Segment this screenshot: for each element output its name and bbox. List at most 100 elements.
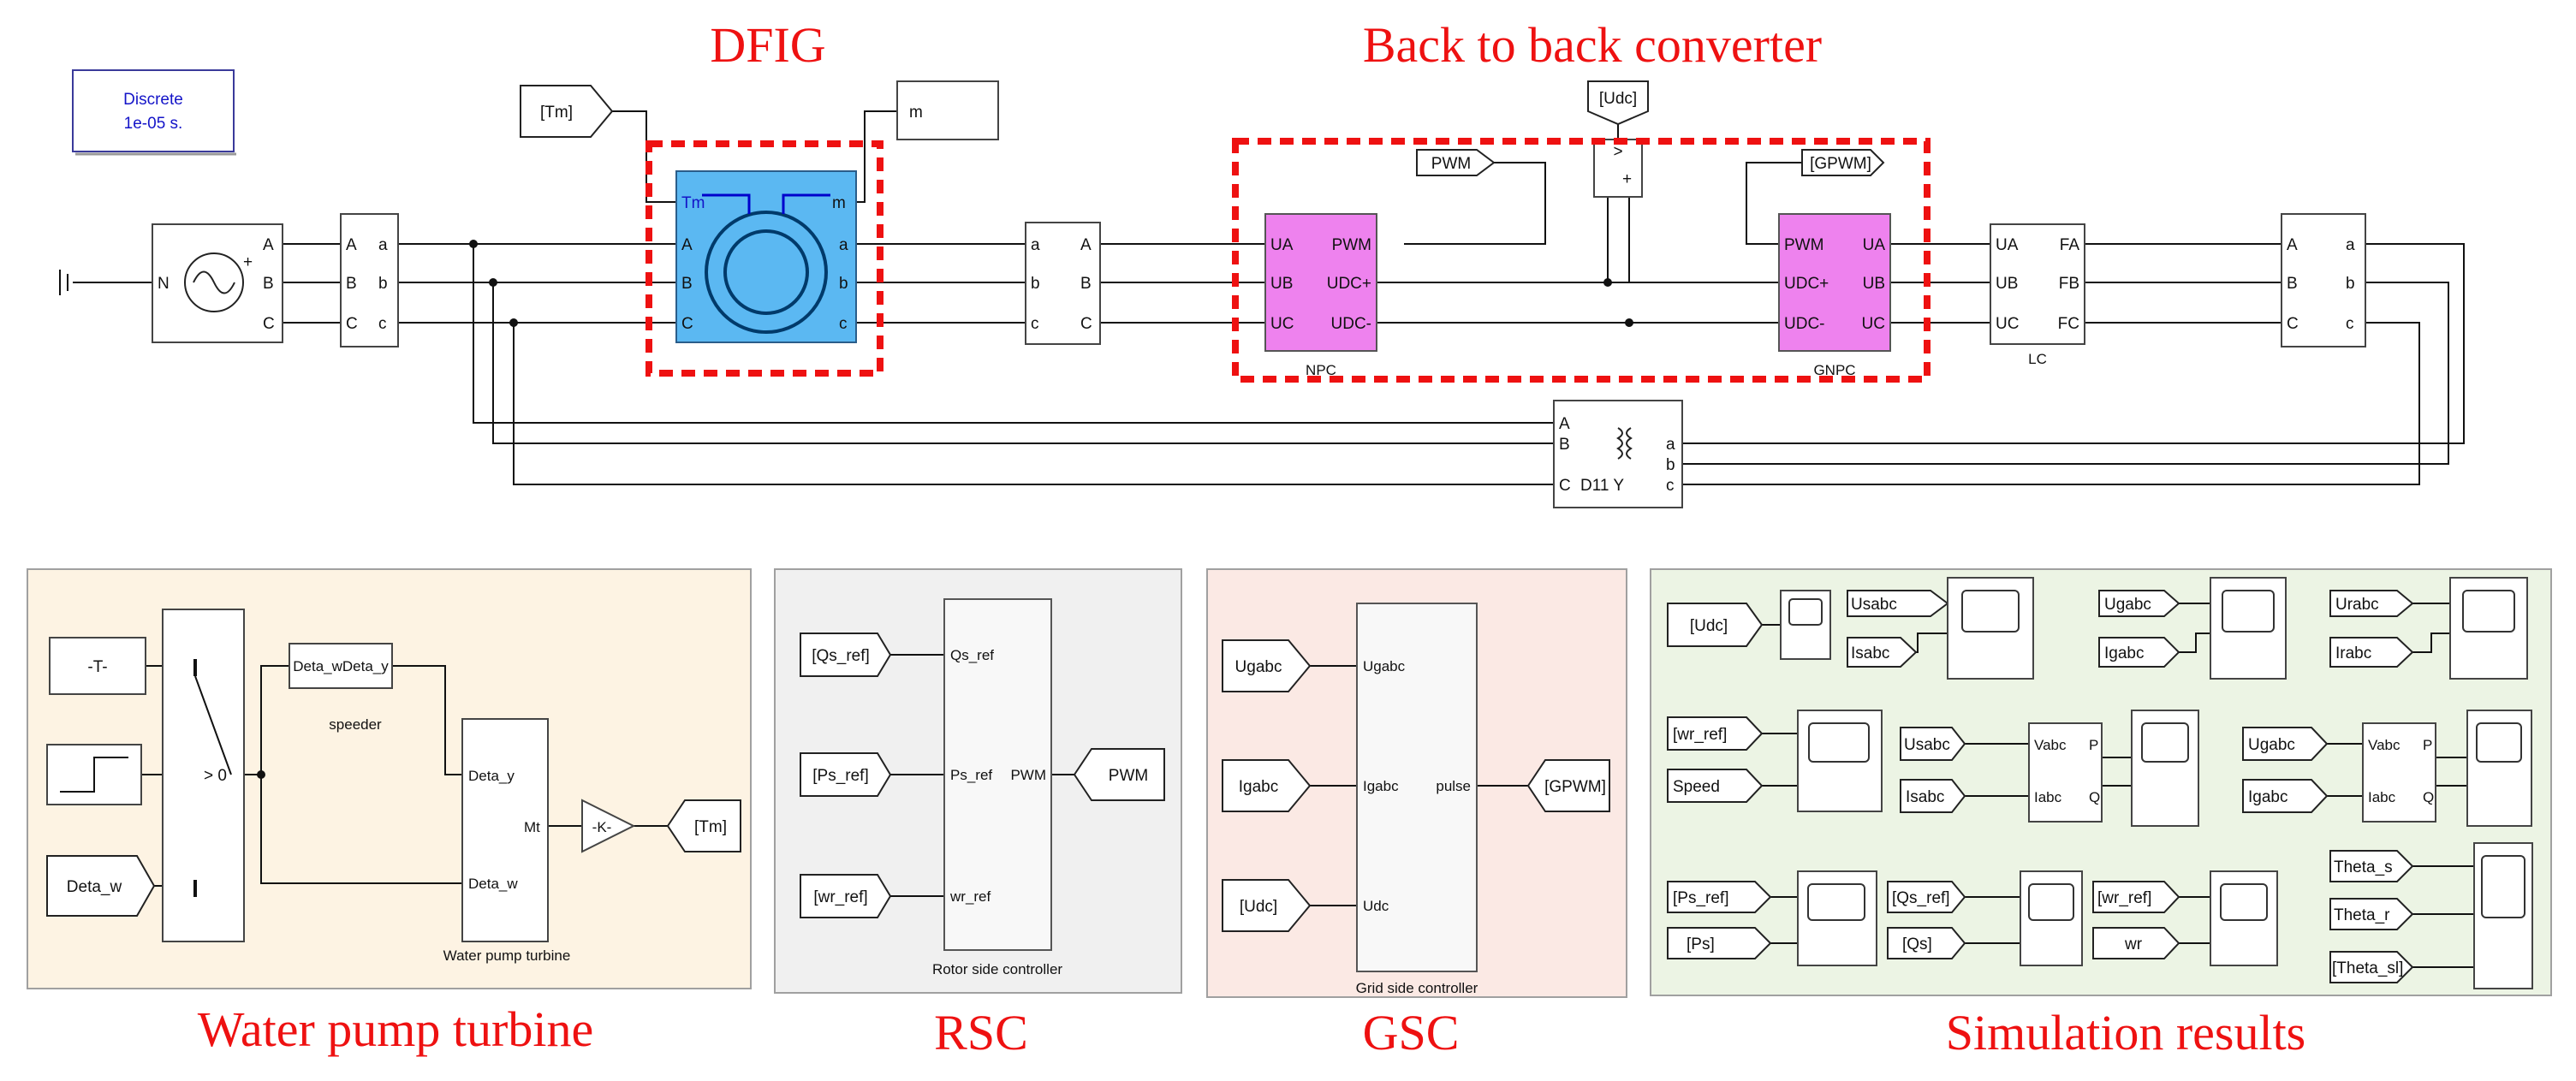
wr-ref-from-tag[interactable]: [wr_ref] bbox=[800, 874, 892, 918]
three-phase-source[interactable]: + N A B C bbox=[152, 223, 283, 343]
title-rsc: RSC bbox=[934, 1005, 1028, 1060]
svg-text:[Tm]: [Tm] bbox=[694, 818, 727, 836]
svg-text:[Udc]: [Udc] bbox=[1690, 617, 1728, 635]
grid-side-controller-block[interactable]: Ugabc Igabc Udc pulse Grid side controll… bbox=[1356, 603, 1478, 996]
sim-theta-r-tag[interactable]: Theta_r bbox=[2329, 898, 2414, 930]
svg-text:[Qs_ref]: [Qs_ref] bbox=[812, 647, 870, 665]
scope-ps[interactable] bbox=[1797, 870, 1877, 966]
scope-theta[interactable] bbox=[2473, 842, 2533, 989]
sim-urabc-tag[interactable]: Urabc bbox=[2329, 590, 2414, 617]
dfig-measure-scope[interactable]: m bbox=[896, 80, 999, 140]
ugabc-from-tag[interactable]: Ugabc bbox=[1222, 639, 1312, 692]
sim-igabc-tag[interactable]: Igabc bbox=[2098, 637, 2180, 668]
scope-speed[interactable] bbox=[1797, 710, 1883, 812]
pq-block-stator[interactable]: Vabc Iabc P Q bbox=[2028, 722, 2103, 823]
lc-filter[interactable]: UA UB UC FA FB FC LC bbox=[1990, 223, 2085, 367]
svg-text:b: b bbox=[1666, 456, 1675, 474]
sim-isabc2-tag[interactable]: Isabc bbox=[1900, 779, 1966, 813]
npc-caption: NPC bbox=[1306, 362, 1336, 378]
constant-t-block[interactable]: -T- bbox=[49, 637, 146, 695]
sim-ugabc2-tag[interactable]: Ugabc bbox=[2242, 727, 2329, 761]
sim-irabc-tag[interactable]: Irabc bbox=[2329, 637, 2414, 668]
scope-stator-pq[interactable] bbox=[2131, 710, 2199, 827]
sim-udc-tag[interactable]: [Udc] bbox=[1667, 603, 1764, 647]
igabc-from-tag[interactable]: Igabc bbox=[1222, 759, 1312, 812]
gpwm-goto-tag[interactable]: [GPWM] bbox=[1526, 759, 1610, 812]
gain-block[interactable]: -K- bbox=[581, 799, 636, 853]
sim-usabc-tag[interactable]: Usabc bbox=[1847, 590, 1949, 617]
sim-qs-ref-tag[interactable]: [Qs_ref] bbox=[1887, 881, 1966, 913]
scope-rotor[interactable] bbox=[2449, 577, 2528, 680]
svg-text:[Ps_ref]: [Ps_ref] bbox=[1673, 889, 1728, 907]
scope-grid[interactable] bbox=[2210, 577, 2287, 680]
svg-text:+: + bbox=[243, 253, 253, 271]
pq-block-grid[interactable]: Vabc Iabc P Q bbox=[2362, 722, 2436, 823]
scope-stator[interactable] bbox=[1947, 577, 2034, 680]
sim-wr-ref-tag[interactable]: [wr_ref] bbox=[1667, 716, 1764, 751]
rotor-side-controller-block[interactable]: Qs_ref Ps_ref wr_ref PWM Rotor side cont… bbox=[932, 598, 1062, 977]
svg-text:c: c bbox=[1031, 315, 1039, 333]
gpwm-from-tag[interactable]: [GPWM] bbox=[1801, 149, 1885, 176]
scope-udc[interactable] bbox=[1780, 590, 1831, 660]
svg-text:b: b bbox=[1031, 275, 1040, 293]
qs-ref-from-tag[interactable]: [Qs_ref] bbox=[800, 633, 892, 677]
voltage-measurement-block[interactable]: > + bbox=[1593, 139, 1643, 198]
svg-text:m: m bbox=[832, 194, 846, 212]
svg-text:b: b bbox=[2346, 275, 2355, 293]
sim-usabc2-tag[interactable]: Usabc bbox=[1900, 727, 1966, 761]
svg-text:Speed: Speed bbox=[1673, 778, 1720, 796]
bus-measurement-1[interactable]: A B C a b c bbox=[340, 213, 399, 347]
svg-text:UB: UB bbox=[1863, 275, 1885, 293]
transformer-d11-y[interactable]: A B C a b c D11 Y bbox=[1553, 400, 1683, 508]
sim-igabc2-tag[interactable]: Igabc bbox=[2242, 779, 2329, 813]
dfig-port-tm: Tm bbox=[681, 194, 705, 212]
svg-text:Qs_ref: Qs_ref bbox=[950, 647, 994, 663]
scope-grid-pq[interactable] bbox=[2466, 710, 2532, 827]
scope-wr[interactable] bbox=[2210, 870, 2278, 966]
svg-text:Usabc: Usabc bbox=[1904, 736, 1950, 754]
udc-tag[interactable]: [Udc] bbox=[1587, 80, 1649, 126]
dfig-machine[interactable]: Tm A B C m a b c bbox=[675, 170, 857, 343]
sim-ps-tag[interactable]: [Ps] bbox=[1667, 927, 1772, 959]
sim-speed-tag[interactable]: Speed bbox=[1667, 769, 1764, 803]
svg-text:Igabc: Igabc bbox=[2248, 788, 2287, 806]
powergui-block[interactable]: Discrete 1e-05 s. bbox=[72, 69, 236, 156]
sim-qs-tag[interactable]: [Qs] bbox=[1887, 927, 1966, 959]
sim-ugabc-tag[interactable]: Ugabc bbox=[2098, 590, 2180, 617]
svg-text:PWM: PWM bbox=[1109, 767, 1148, 785]
svg-text:Deta_y: Deta_y bbox=[468, 768, 515, 784]
svg-text:b: b bbox=[378, 275, 388, 293]
bus-measurement-3[interactable]: A B C a b c bbox=[2281, 213, 2366, 347]
pwm-from-tag[interactable]: PWM bbox=[1416, 149, 1496, 176]
npc-converter[interactable]: UA UB UC PWM UDC+ UDC- NPC bbox=[1264, 213, 1377, 378]
udc-from-tag-gsc[interactable]: [Udc] bbox=[1222, 879, 1312, 932]
sim-theta-sl-tag[interactable]: [Theta_sl] bbox=[2329, 951, 2414, 983]
svg-text:Iabc: Iabc bbox=[2034, 789, 2062, 805]
pwm-goto-tag[interactable]: PWM bbox=[1073, 748, 1165, 801]
speeder-block[interactable]: Deta_wDeta_y speeder bbox=[289, 643, 393, 733]
switch-block[interactable]: > 0 bbox=[162, 609, 245, 942]
sim-isabc-tag[interactable]: Isabc bbox=[1847, 637, 1918, 668]
tm-goto-out[interactable]: [Tm] bbox=[666, 799, 741, 852]
deta-w-from-tag[interactable]: Deta_w bbox=[46, 855, 156, 917]
svg-text:Urabc: Urabc bbox=[2335, 596, 2379, 614]
water-pump-turbine-block[interactable]: Deta_y Deta_w Mt Water pump turbine bbox=[443, 718, 571, 964]
svg-text:Isabc: Isabc bbox=[1851, 644, 1889, 662]
sim-ps-ref-tag[interactable]: [Ps_ref] bbox=[1667, 881, 1772, 913]
b2b-highlight-box bbox=[1232, 138, 1931, 383]
tm-goto-tag[interactable]: [Tm] bbox=[520, 85, 614, 138]
svg-text:Ugabc: Ugabc bbox=[1363, 658, 1406, 674]
sim-theta-s-tag[interactable]: Theta_s bbox=[2329, 850, 2414, 882]
gnpc-converter[interactable]: PWM UDC+ UDC- UA UB UC GNPC bbox=[1778, 213, 1891, 378]
svg-text:UC: UC bbox=[1862, 315, 1885, 333]
step-block[interactable] bbox=[46, 744, 142, 805]
sim-wr-tag[interactable]: wr bbox=[2092, 927, 2180, 959]
ps-ref-from-tag[interactable]: [Ps_ref] bbox=[800, 752, 892, 797]
svg-text:Udc: Udc bbox=[1363, 898, 1389, 914]
svg-text:-K-: -K- bbox=[592, 819, 612, 835]
bus-measurement-2[interactable]: a b c A B C bbox=[1025, 222, 1101, 345]
svg-text:[GPWM]: [GPWM] bbox=[1544, 778, 1606, 796]
sim-wr-ref2-tag[interactable]: [wr_ref] bbox=[2092, 881, 2180, 913]
svg-text:Mt: Mt bbox=[524, 819, 540, 835]
scope-qs[interactable] bbox=[2020, 870, 2083, 966]
